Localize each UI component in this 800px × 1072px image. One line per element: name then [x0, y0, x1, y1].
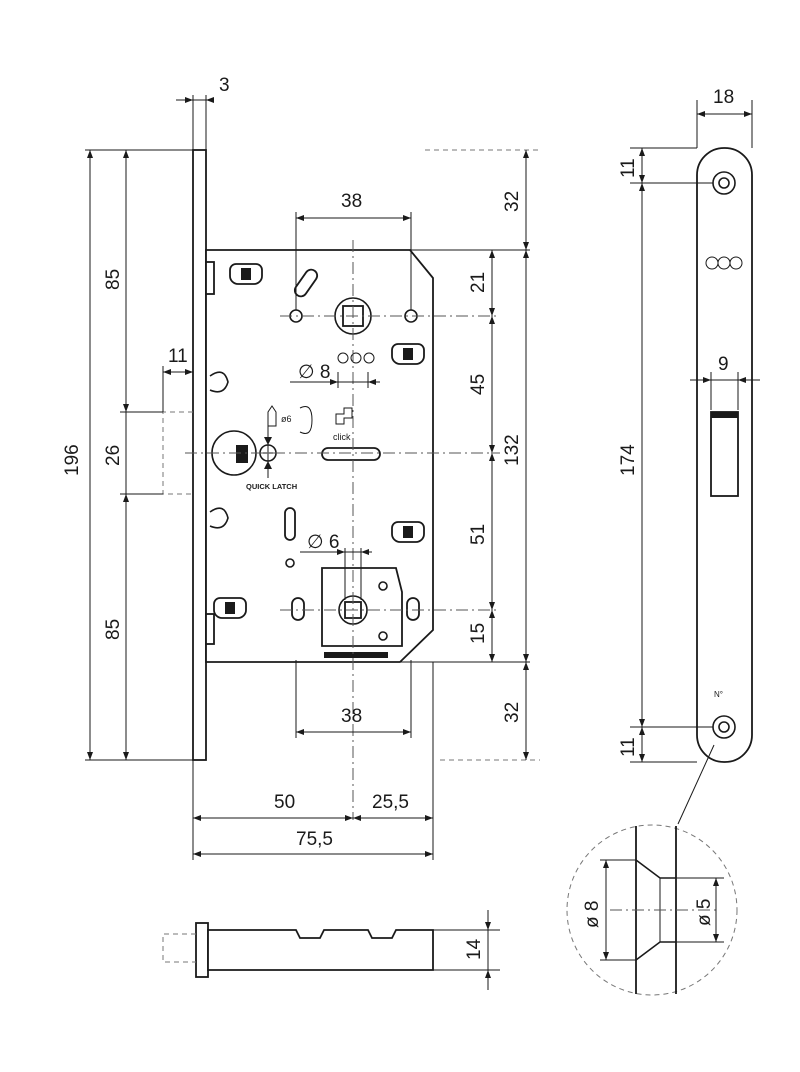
latch-slot [321, 447, 381, 461]
lock-front-view: QUICK LATCH ø6 click [162, 149, 540, 820]
slot [291, 597, 305, 621]
dim-bottom-overhang: 32 [502, 702, 523, 723]
brand-logo-small [337, 352, 375, 364]
dim-handle-to-cylinder: 132 [502, 434, 523, 466]
strike-mark: N° [714, 690, 723, 699]
dim-body-thickness: 14 [464, 938, 485, 960]
dim-backset: 50 [274, 792, 295, 813]
rivet-top-left [229, 263, 263, 285]
dim-top-to-handle: 21 [468, 272, 489, 293]
side-faceplate [195, 922, 209, 978]
rotate-icon [299, 406, 313, 434]
faceplate [192, 149, 207, 761]
dim-strike-top: 11 [618, 158, 639, 178]
dim-cylinder-spindle-diameter: ∅ 6 [307, 532, 339, 553]
slot [293, 268, 319, 298]
dim-bottom-to-bottom-hole: 85 [103, 619, 124, 640]
click-label: click [333, 432, 351, 442]
dim-faceplate-thickness: 3 [219, 75, 230, 96]
dimension-lines: 3 85 196 26 85 11 38 38 ∅ 8 ∅ 6 32 21 45… [62, 75, 530, 860]
quick-latch [211, 426, 278, 478]
dim-spindle-diameter: ∅ 8 [298, 362, 330, 383]
dim-latch-projection: 11 [168, 346, 188, 367]
small-hole [378, 581, 388, 591]
dim-countersink-inner: ø 5 [694, 899, 715, 926]
handle-square-label: ø6 [281, 414, 292, 424]
dim-hole-spacing-bottom: 38 [341, 706, 362, 727]
dim-strike-opening: 9 [718, 354, 729, 375]
dim-cylinder-to-bottom: 15 [468, 623, 489, 644]
slot [406, 597, 420, 621]
strike-opening [710, 411, 739, 497]
dim-hole-spacing-top: 38 [341, 191, 362, 212]
bottom-bar [324, 652, 388, 658]
quick-latch-label: QUICK LATCH [246, 482, 297, 491]
dim-latch-to-cylinder: 51 [468, 524, 489, 545]
lock-side-view: 14 [162, 910, 500, 990]
countersink-detail: ø 8 ø 5 [566, 824, 738, 996]
dim-latch-height: 26 [103, 445, 124, 466]
bump [209, 371, 229, 393]
slot [284, 507, 296, 541]
dim-body-rear: 25,5 [372, 792, 409, 813]
dim-strike-width: 18 [713, 87, 734, 108]
dim-top-overhang: 32 [502, 191, 523, 212]
latch-icon [267, 405, 277, 427]
detail-circle [566, 824, 738, 996]
brand-logo [705, 256, 743, 270]
dim-strike-height: 174 [618, 444, 639, 476]
dim-total-height: 196 [62, 444, 83, 476]
side-latch-outline [162, 933, 196, 963]
rivet-bottom-left [213, 597, 247, 619]
strike-plate-view: N° 18 11 174 11 9 [618, 87, 760, 825]
click-icon [335, 407, 353, 425]
rivet-right-lower [391, 521, 425, 543]
side-body [207, 929, 434, 971]
dim-countersink-outer: ø 8 [582, 901, 603, 928]
dim-handle-to-latch: 45 [468, 374, 489, 395]
small-hole [285, 558, 295, 568]
dim-strike-bottom: 11 [618, 737, 639, 757]
dim-body-depth: 75,5 [296, 829, 333, 850]
dim-top-to-top-hole: 85 [103, 269, 124, 290]
bump [209, 507, 229, 529]
faceplate-tab [205, 613, 215, 645]
rivet-right-upper [391, 343, 425, 365]
faceplate-tab [205, 261, 215, 295]
small-hole [378, 631, 388, 641]
